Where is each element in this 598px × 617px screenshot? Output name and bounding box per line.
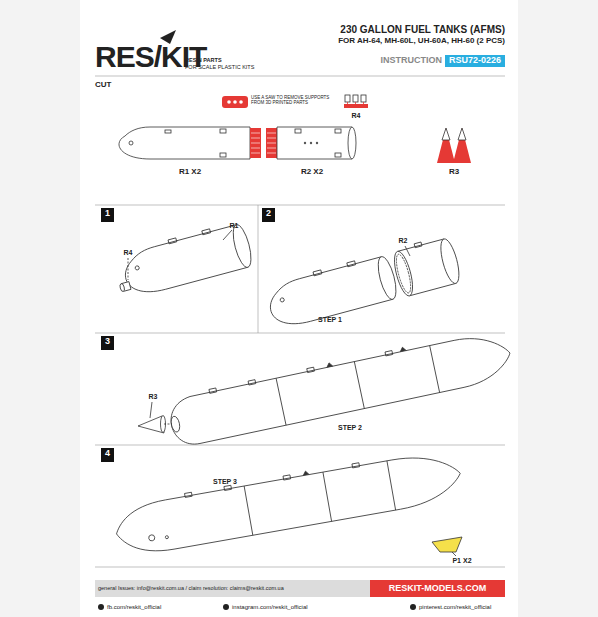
tagline: RESIN PARTS: [185, 57, 222, 63]
contact-line: general Issues: info@reskit.com.ua / cla…: [98, 585, 284, 591]
social-link: instagram.com/reskit_official: [232, 604, 308, 611]
code-badge: RSU72-0226: [445, 55, 505, 67]
section-label: CUT: [95, 81, 111, 90]
instruction-label: INSTRUCTION: [381, 56, 443, 66]
step-label: STEP 1: [318, 316, 342, 324]
part-label: R4: [124, 249, 133, 257]
callout-number: 3: [105, 337, 110, 347]
part-label: R4: [352, 112, 361, 120]
social-link: pinterest.com/reskit_official: [419, 604, 491, 611]
part-label: R2: [399, 237, 408, 245]
part-label: R3: [449, 168, 459, 177]
part-label: R2 X2: [301, 168, 323, 177]
step-label: STEP 2: [338, 424, 362, 432]
callout-number: 4: [105, 449, 110, 459]
part-label: R1: [230, 222, 239, 230]
part-label: P1 X2: [452, 557, 471, 565]
step-label: STEP 3: [213, 478, 237, 486]
part-label: R1 X2: [179, 168, 201, 177]
callout-number: 1: [105, 209, 110, 219]
callout-number: 2: [266, 209, 271, 219]
tagline: FOR SCALE PLASTIC KITS: [185, 64, 254, 70]
note: USE A SAW TO REMOVE SUPPORTS FROM 3D PRI…: [251, 96, 331, 106]
title: 230 GALLON FUEL TANKS (AFMS): [340, 24, 505, 35]
social-link: fb.com/reskit_official: [107, 604, 161, 611]
subtitle: FOR AH-64, MH-60L, UH-60A, HH-60 (2 PCS): [338, 37, 505, 46]
website: RESKIT-MODELS.COM: [389, 584, 487, 594]
part-label: R3: [149, 393, 158, 401]
